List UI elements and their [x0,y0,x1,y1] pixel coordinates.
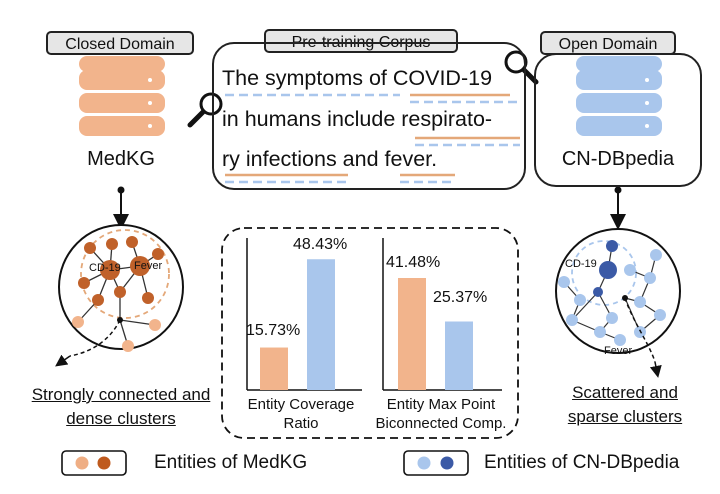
chart2-bar-medkg [398,278,426,390]
legend-symbols [61,450,469,476]
chart1-xlabel: Entity Coverage Ratio [226,395,376,433]
chart1-bar-medkg [260,347,288,390]
bar-value-label: 41.48% [386,254,441,271]
charts-frame [221,227,519,439]
open-caption: Scattered and sparse clusters [540,381,710,429]
medkg-legend-dot-light [75,456,89,470]
closed-domain-tag: Closed Domain [46,31,194,55]
closed-caption-line-2: dense clusters [66,409,176,428]
closed-caption: Strongly connected and dense clusters [8,383,234,431]
corpus-underlines [225,93,520,184]
open-caption-line-2: sparse clusters [567,407,683,426]
chart1-xlabel-line-1: Entity Coverage [247,396,355,413]
medkg-legend-dot-dark [97,456,111,470]
chart2-bar-cn-dbpedia [445,321,473,390]
chart-bars [260,259,473,390]
open-caption-line-1: Scattered and [572,383,678,402]
cndbpedia-legend-box [403,450,469,476]
corpus-line-1: The symptoms of COVID-19 [222,66,493,90]
bar-value-label: 25.37% [433,289,488,306]
cndbpedia-graph [555,228,681,378]
open-domain-panel [534,53,702,187]
corpus-line-3: ry infections and fever. [222,147,438,171]
chart1-xlabel-line-2: Ratio [283,415,319,432]
medkg-graph [55,224,184,367]
corpus-panel [212,42,526,190]
corpus-line-2: in humans include respirato- [222,107,493,131]
bar-value-label: 48.43% [293,236,348,253]
chart2-xlabel-line-2: Biconnected Comp. [375,415,507,432]
medkg-node-label-fever: Fever [134,260,163,272]
cndbpedia-node-label-cd19: CD-19 [565,258,597,270]
medkg-label: MedKG [87,148,155,170]
legend-medkg-label: Entities of MedKG [154,452,308,473]
chart2-xlabel-line-1: Entity Max Point [386,396,496,413]
bar-value-label: 15.73% [246,322,301,339]
database-icon-orange [79,56,165,136]
closed-caption-line-1: Strongly connected and [31,385,211,404]
cndbpedia-node-label-fever: Fever [604,345,633,357]
medkg-legend-box [61,450,127,476]
magnifier-icon-left [187,92,223,128]
chart2-xlabel: Entity Max Point Biconnected Comp. [366,395,516,433]
cndbpedia-label: CN-DBpedia [561,148,675,170]
open-domain-tag: Open Domain [540,31,676,55]
cndbpedia-legend-dot-light [417,456,431,470]
chart1-bar-cn-dbpedia [307,259,335,390]
legend-cndbpedia-label: Entities of CN-DBpedia [484,452,680,473]
database-icon-blue [576,56,662,136]
medkg-node-label-cd19: CD-19 [89,262,121,274]
cndbpedia-legend-dot-dark [440,456,454,470]
